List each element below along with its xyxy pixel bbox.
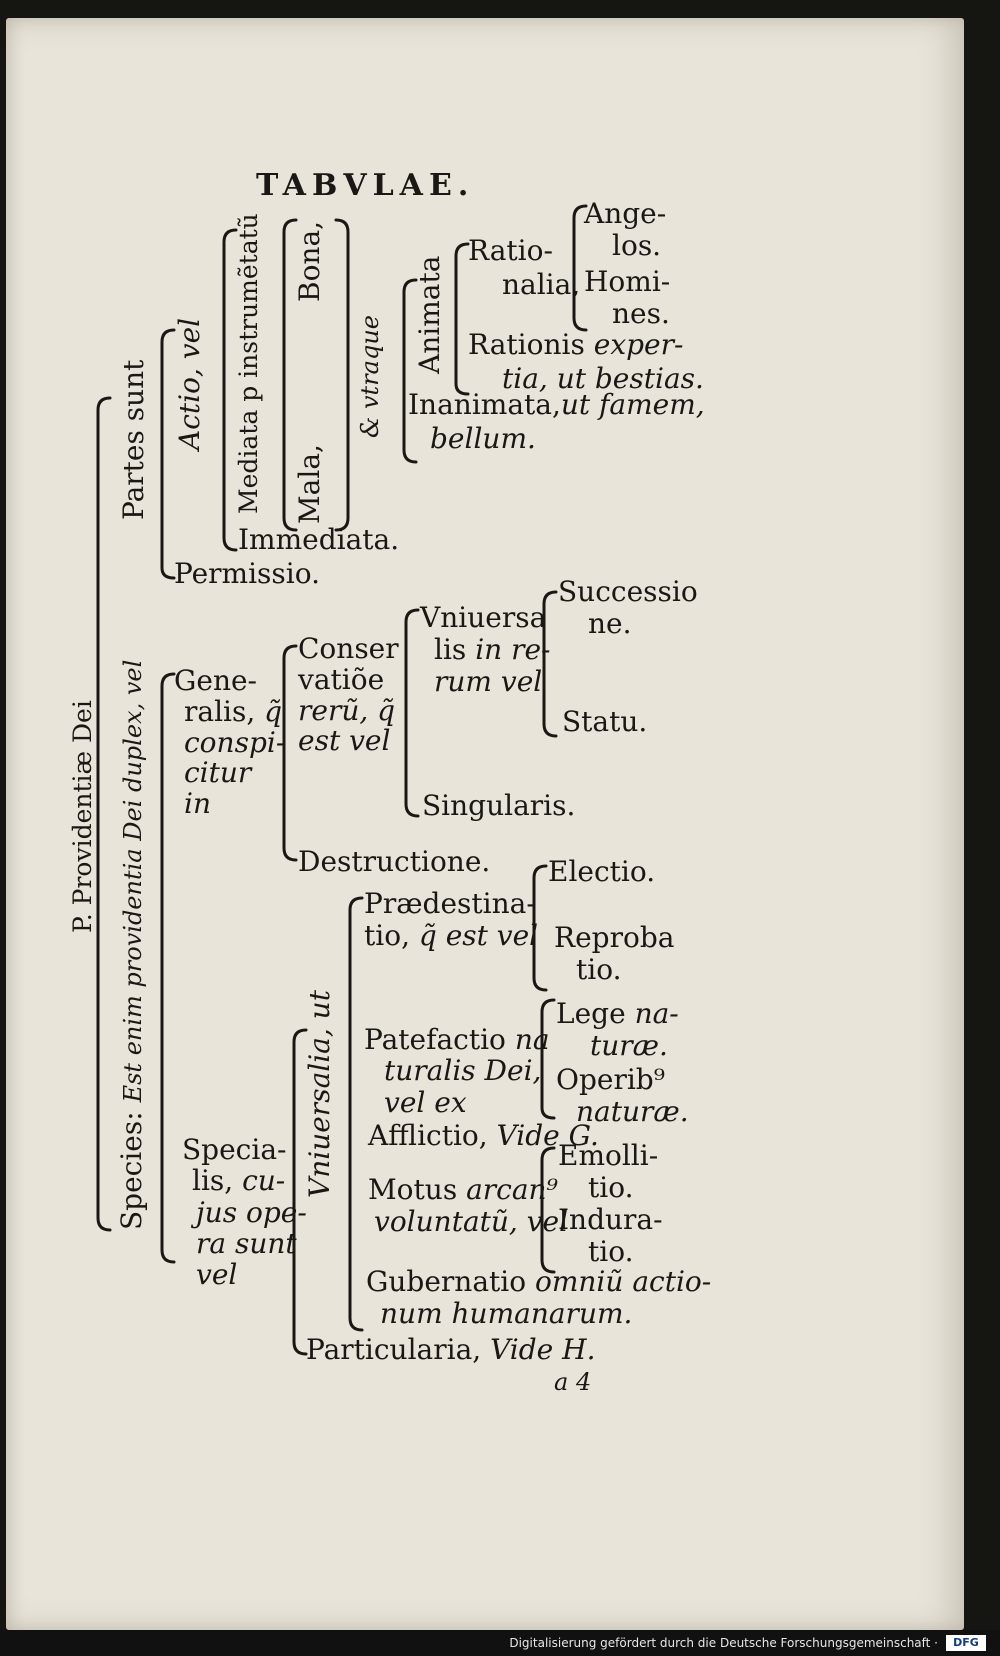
induratio-label: Indura- tio.: [558, 1203, 663, 1269]
lege-label: Lege na- turæ.: [556, 997, 679, 1063]
praedestinatio-label: Prædestina- tio, q̃ est vel: [364, 887, 539, 953]
universalis-label: Vniuersa lis in re- rum vel: [420, 601, 551, 699]
animata-label: Animata: [413, 255, 446, 374]
dfg-logo: DFG: [946, 1635, 986, 1651]
actio-label: Actio, vel: [173, 317, 206, 450]
angelos-label: Ange-los.: [584, 197, 667, 263]
homines-label: Homi-nes.: [584, 265, 671, 331]
operibus-label: Operib⁹ naturæ.: [556, 1063, 689, 1129]
page-title: TABVLAE.: [256, 168, 475, 203]
immediata-label: Immediata.: [238, 523, 400, 556]
mediata-label: Mediata p instrumẽtatũ: [234, 213, 263, 514]
inanimata-label: Inanimata,ut famem,bellum.: [408, 388, 705, 455]
generalis-label: Gene- ralis, q̃ conspi- citur in: [174, 664, 286, 821]
root-label: P. Providentiæ Dei: [68, 700, 97, 933]
signature-mark: a 4: [554, 1368, 592, 1396]
particularia-label: Particularia, Vide H.: [306, 1333, 596, 1366]
bracket-lines: [96, 204, 588, 1356]
rationalia-label: Ratio-nalia,: [468, 234, 581, 301]
successione-label: Successio ne.: [558, 575, 698, 641]
species-label: Species: Est enim providentia Dei duplex…: [115, 659, 148, 1230]
reprobatio-label: Reproba tio.: [554, 921, 675, 987]
patefactio-label: Patefactio na turalis Dei, vel ex: [364, 1023, 550, 1119]
utraque-label: & vtraque: [356, 315, 384, 438]
gubernatio-label: Gubernatio omniũ actio- num humanarum.: [366, 1265, 712, 1331]
conservatio-label: Conser vatiõe rerũ, q̃ est vel: [298, 632, 399, 758]
electio-label: Electio.: [548, 855, 656, 888]
mala-label: Mala,: [293, 444, 326, 524]
footer-bar: [0, 1630, 1000, 1656]
motus-label: Motus arcan⁹ voluntatũ, vel: [368, 1173, 569, 1239]
singularis-label: Singularis.: [422, 789, 576, 822]
afflictio-label: Afflictio, Vide G.: [368, 1119, 599, 1152]
partes-label: Partes sunt: [117, 359, 150, 520]
footer-credit: Digitalisierung gefördert durch die Deut…: [509, 1636, 938, 1650]
permissio-label: Permissio.: [174, 557, 321, 590]
statu-label: Statu.: [562, 705, 648, 738]
rationis-label: Rationis exper-tia, ut bestias.: [468, 328, 704, 395]
bona-label: Bona,: [293, 220, 326, 302]
specialis-label: Specia- lis, cu- jus ope- ra sunt vel: [182, 1133, 307, 1292]
emollitio-label: Emolli- tio.: [558, 1139, 659, 1205]
destructione-label: Destructione.: [298, 845, 491, 878]
universalia-label: Vniuersalia, ut: [303, 990, 336, 1198]
book-page: TABVLAE. P. Providentiæ Dei Partes sunt …: [6, 18, 964, 1630]
